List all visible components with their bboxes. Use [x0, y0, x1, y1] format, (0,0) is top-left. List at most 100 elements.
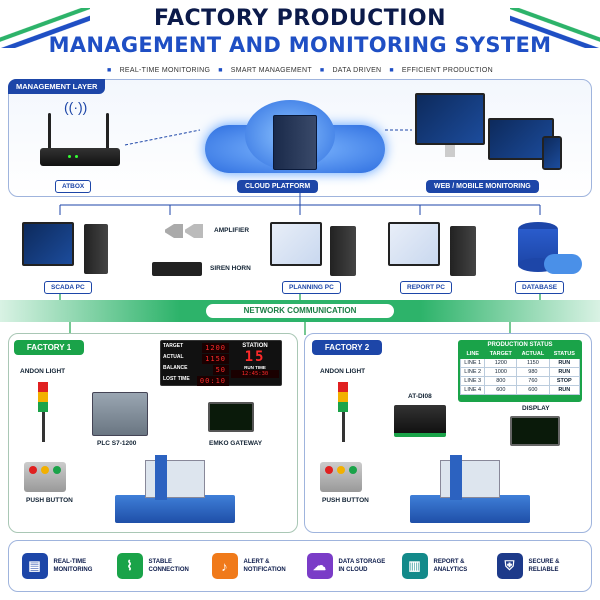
actual-cell: 760	[516, 376, 550, 386]
report-pc-label: REPORT PC	[400, 281, 452, 294]
factory-1-label: FACTORY 1	[14, 340, 84, 355]
station-label: STATION	[242, 343, 268, 349]
status-cell: STOP	[548, 376, 581, 386]
feature-secure: ⛨ SECURE & RELIABLE	[496, 553, 579, 579]
target-cell: 800	[484, 376, 518, 386]
feature-text: STABLE	[148, 559, 173, 565]
machine-icon-1	[115, 455, 235, 525]
actual-value: 1150	[202, 354, 229, 364]
tagline: ■REAL-TIME MONITORING ■SMART MANAGEMENT …	[107, 67, 493, 74]
actual-cell: 980	[516, 367, 550, 377]
tag: EFFICIENT PRODUCTION	[401, 67, 493, 74]
feature-alert: ♪ ALERT & NOTIFICATION	[211, 553, 294, 579]
production-status-title: PRODUCTION STATUS	[487, 342, 553, 348]
web-desktop-monitor	[415, 93, 485, 145]
tag: REAL-TIME MONITORING	[119, 67, 211, 74]
table-row: LINE 2 1000 980 RUN	[459, 367, 581, 377]
feature-text: ANALYTICS	[433, 567, 468, 573]
io-module-icon	[394, 405, 446, 437]
header-accent-left	[0, 8, 90, 48]
monitor-stand	[445, 145, 455, 157]
io-module-label: AT-DI08	[408, 393, 432, 400]
feature-report: ▥ REPORT & ANALYTICS	[401, 553, 484, 579]
col-header: TARGET	[484, 349, 518, 359]
plc-label: PLC S7-1200	[97, 440, 137, 447]
line-cell: LINE 2	[459, 367, 486, 377]
amplifier-horn-icon	[165, 220, 209, 240]
station-value: 15	[244, 349, 266, 365]
feature-text: REAL-TIME	[53, 559, 87, 565]
bell-icon: ♪	[211, 553, 238, 579]
scada-pc-label: SCADA PC	[44, 281, 92, 294]
line-cell: LINE 3	[459, 376, 486, 386]
wifi-icon: ⌇	[116, 553, 143, 579]
display-label: DISPLAY	[522, 405, 550, 412]
planning-pc-tower	[330, 226, 356, 276]
status-cell: RUN	[548, 385, 581, 395]
header-accent-right	[510, 8, 600, 48]
cloud-data-icon: ☁	[306, 553, 333, 579]
planning-pc-label: PLANNING PC	[282, 281, 341, 294]
factory-2-andon-label: ANDON LIGHT	[320, 368, 366, 375]
run-time-value: 12:45:30	[231, 370, 279, 378]
plc-device-icon	[92, 392, 148, 436]
table-row: LINE 4 600 600 RUN	[459, 385, 581, 395]
col-header: ACTUAL	[516, 349, 550, 359]
push-button-box-1	[24, 462, 66, 492]
target-cell: 600	[484, 385, 518, 395]
title-line-2: MANAGEMENT AND MONITORING SYSTEM	[48, 33, 552, 57]
shield-icon: ⛨	[496, 553, 523, 579]
feature-text: NOTIFICATION	[243, 567, 286, 573]
report-icon: ▥	[401, 553, 428, 579]
actual-cell: 1150	[516, 358, 550, 368]
feature-text: IN CLOUD	[338, 567, 368, 573]
line-cell: LINE 4	[459, 385, 486, 395]
atbox-label: ATBOX	[55, 180, 92, 193]
balance-label: BALANCE	[163, 365, 188, 371]
col-header: LINE	[459, 349, 486, 359]
andon-light-icon	[338, 382, 348, 442]
status-cell: RUN	[548, 358, 581, 368]
feature-text: SECURE &	[528, 559, 560, 565]
factory-1-andon-label: ANDON LIGHT	[20, 368, 66, 375]
andon-light-icon	[38, 382, 48, 442]
target-value: 1200	[202, 343, 229, 353]
scada-pc-monitor	[22, 222, 74, 266]
production-status-board: PRODUCTION STATUS LINE TARGET ACTUAL STA…	[458, 340, 582, 402]
table-row: LINE 1 1200 1150 RUN	[459, 358, 581, 368]
actual-label: ACTUAL	[163, 354, 184, 360]
feature-text: REPORT &	[433, 559, 465, 565]
report-pc-monitor	[388, 222, 440, 266]
feature-text: MONITORING	[53, 567, 93, 573]
siren-unit-icon	[152, 262, 202, 276]
machine-icon-2	[410, 455, 530, 525]
feature-text: DATA STORAGE	[338, 559, 386, 565]
feature-text: RELIABLE	[528, 567, 559, 573]
report-pc-tower	[450, 226, 476, 276]
push-button-label-1: PUSH BUTTON	[26, 497, 73, 504]
database-label: DATABASE	[515, 281, 565, 294]
feature-text: ALERT &	[243, 559, 270, 565]
database-cloud-icon	[544, 254, 582, 274]
feature-storage: ☁ DATA STORAGE IN CLOUD	[306, 553, 389, 579]
planning-pc-monitor	[270, 222, 322, 266]
management-layer-label: MANAGEMENT LAYER	[8, 79, 106, 94]
actual-cell: 600	[516, 385, 550, 395]
target-label: TARGET	[163, 343, 184, 349]
target-cell: 1200	[484, 358, 518, 368]
emko-gateway-label: EMKO GATEWAY	[209, 440, 263, 447]
col-header: STATUS	[548, 349, 581, 359]
network-communication-label: NETWORK COMMUNICATION	[205, 303, 395, 319]
cloud-platform-label: CLOUD PLATFORM	[237, 180, 319, 193]
lost-time-label: LOST TIME	[163, 376, 190, 382]
push-button-label-2: PUSH BUTTON	[322, 497, 369, 504]
title-line-1: FACTORY PRODUCTION	[153, 6, 447, 31]
atbox-router-icon	[40, 113, 120, 168]
run-time-label: RUN TIME	[244, 365, 266, 370]
scada-pc-tower	[84, 224, 108, 274]
tag: DATA DRIVEN	[332, 67, 382, 74]
